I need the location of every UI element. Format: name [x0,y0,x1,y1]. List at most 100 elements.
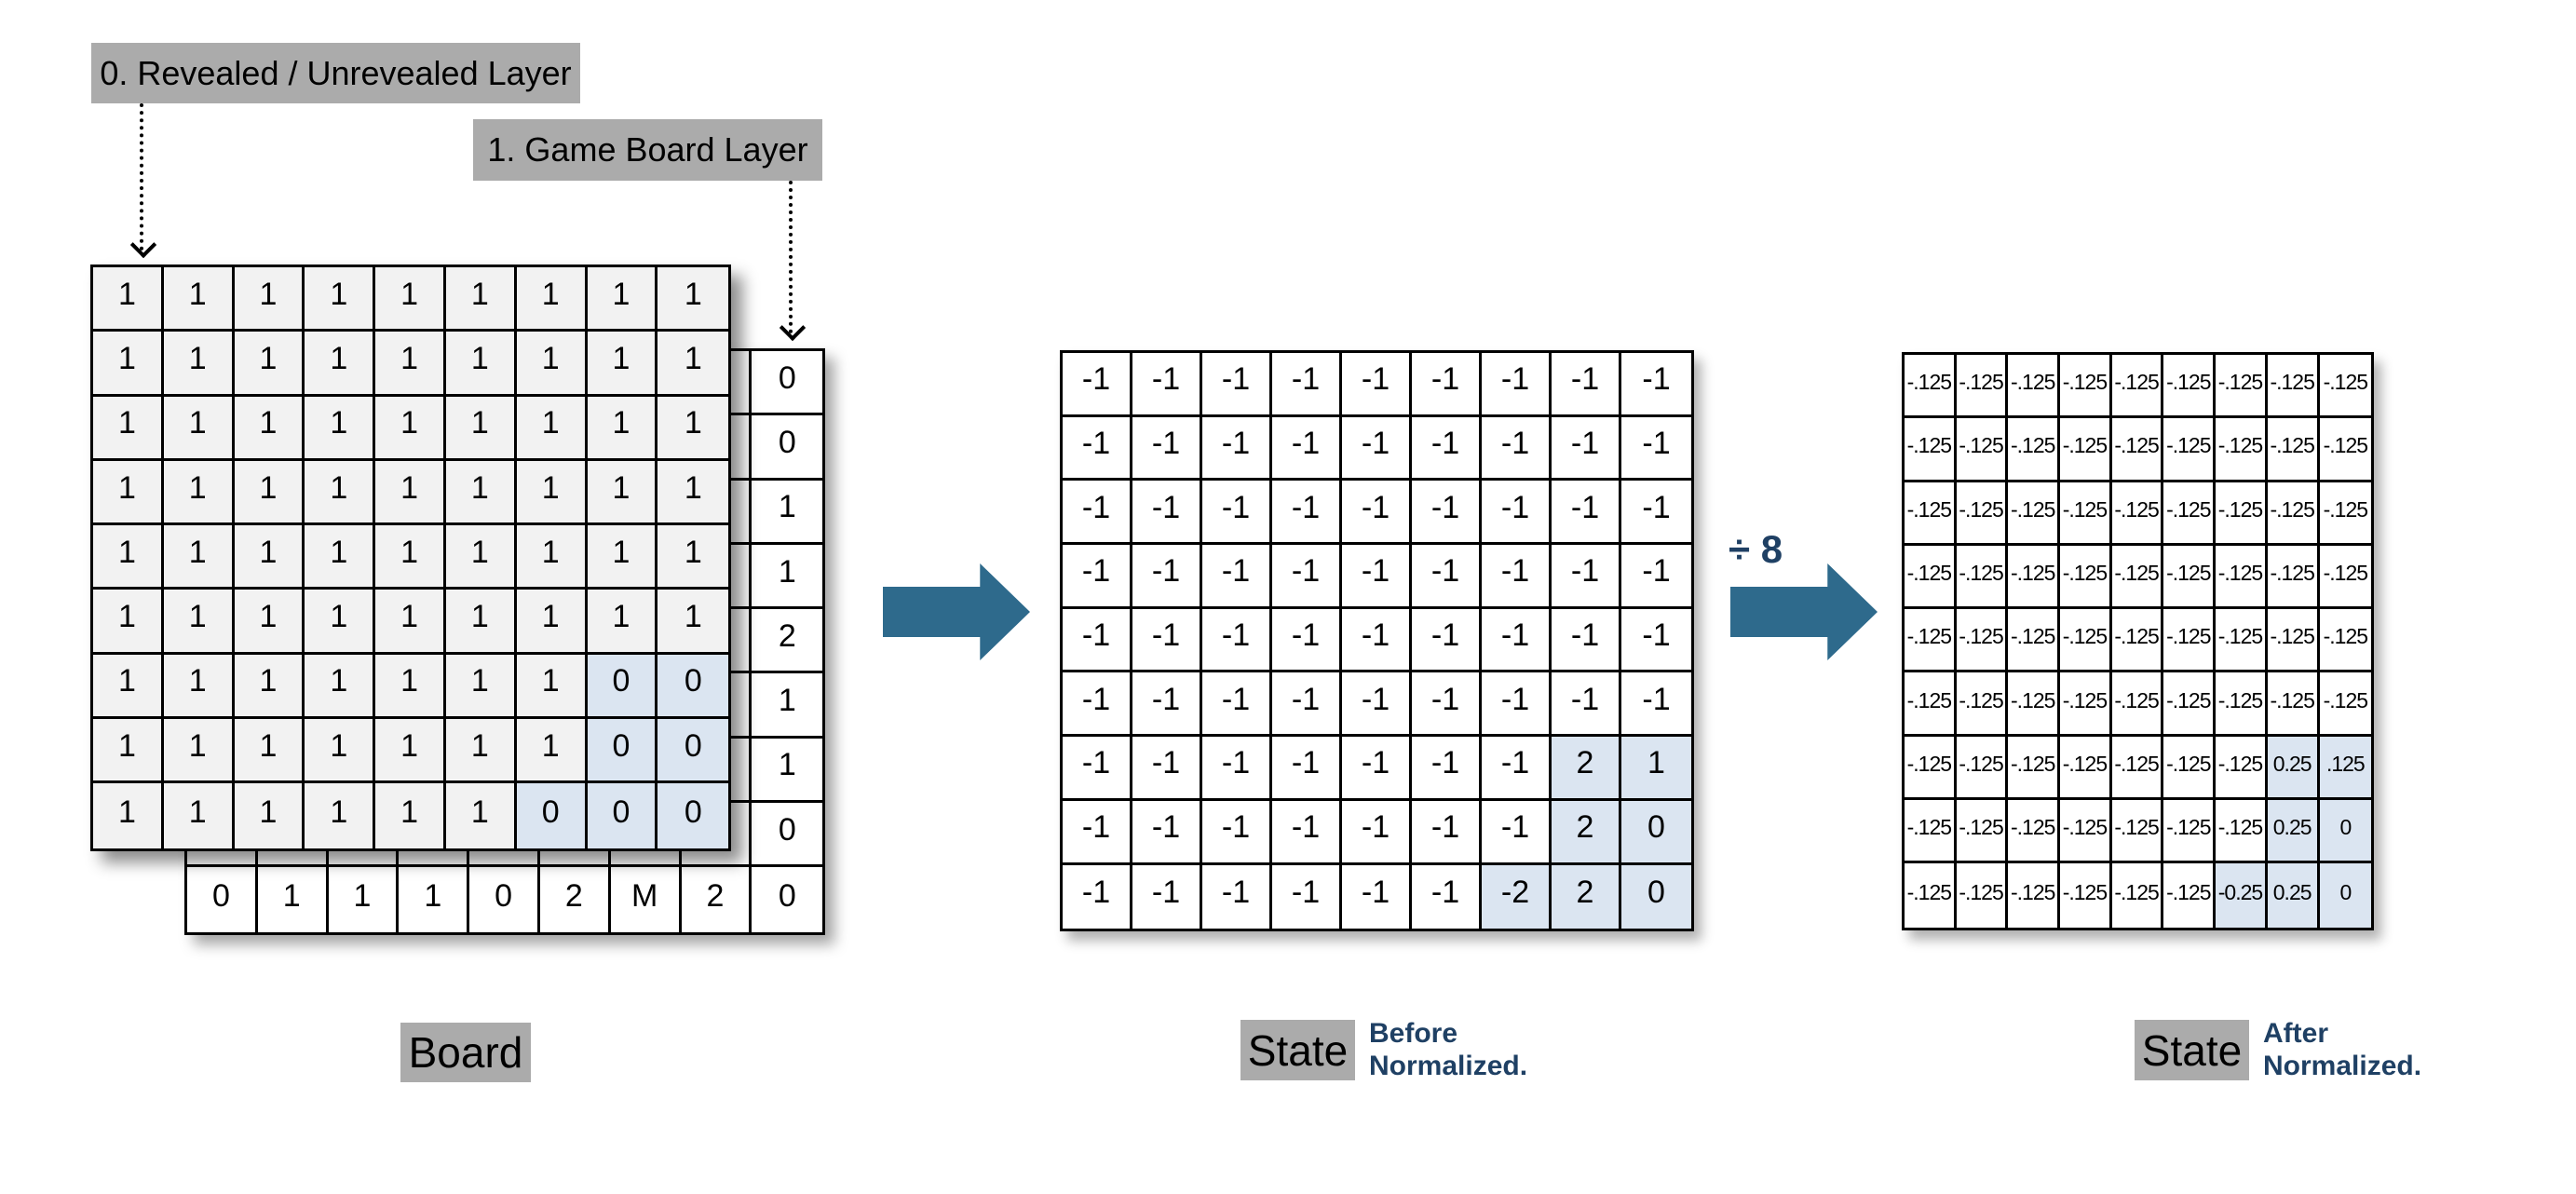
grid-cell: -.125 [2008,609,2061,673]
grid-cell: -1 [1132,672,1202,738]
grid-cell: -.125 [2008,418,2061,482]
board-caption: Board [400,1023,531,1082]
grid-cell: -.125 [2008,545,2061,610]
grid-cell: -.125 [2060,545,2112,610]
grid-cell: -1 [1552,481,1621,546]
grid-cell: 1 [445,525,517,590]
grid-cell: -.125 [2216,482,2268,546]
grid-cell: 1 [445,783,517,848]
grid-cell: 1 [445,332,517,397]
grid-cell: -.125 [2319,418,2372,482]
grid-cell: 1 [375,783,446,848]
grid-cell: -1 [1621,672,1691,738]
grid-cell: -.125 [1905,736,1957,801]
grid-cell: -1 [1621,608,1691,673]
layer1-label: 1. Game Board Layer [473,119,822,181]
grid-cell: -1 [1272,608,1342,673]
grid-cell: -1 [1063,545,1132,609]
grid-cell: -1 [1621,416,1691,482]
grid-cell: -1 [1132,545,1202,609]
grid-cell: 0 [587,654,658,720]
grid-cell: -1 [1621,353,1691,417]
grid-cell: 1 [587,590,658,655]
board-to-state-arrow [883,563,1030,660]
grid-cell: -1 [1412,672,1482,738]
grid-cell: -.125 [2111,672,2164,737]
grid-cell: 1 [93,396,164,461]
grid-cell: 1 [399,867,470,932]
grid-cell: 1 [752,480,823,545]
grid-cell: 1 [163,267,235,332]
grid-cell: 1 [163,525,235,590]
grid-cell: 1 [93,332,164,397]
grid-cell: -0.25 [2216,863,2268,928]
grid-cell: -1 [1272,864,1342,929]
grid-cell: 0 [752,803,823,868]
grid-cell: 0 [469,867,540,932]
grid-cell: -1 [1412,353,1482,417]
grid-cell: -.125 [2319,545,2372,610]
grid-cell: 1 [658,590,729,655]
grid-cell: 0 [752,351,823,416]
grid-cell: -1 [1132,416,1202,482]
grid-cell: 0 [752,867,823,932]
grid-cell: -.125 [2060,418,2112,482]
grid-cell: -1 [1482,545,1552,609]
grid-cell: -1 [1272,737,1342,801]
grid-cell: 1 [375,525,446,590]
grid-cell: 1 [163,719,235,784]
state-before-note-line2: Normalized. [1369,1051,1528,1081]
grid-cell: 0.25 [2267,736,2320,801]
grid-cell: -1 [1482,672,1552,738]
grid-cell: -1 [1202,545,1272,609]
grid-cell: 1 [658,525,729,590]
grid-cell: -.125 [2319,482,2372,546]
grid-cell: -1 [1482,608,1552,673]
grid-cell: 1 [234,267,305,332]
grid-cell: 1 [163,590,235,655]
grid-cell: -.125 [1905,672,1957,737]
grid-cell: -1 [1342,864,1412,929]
grid-cell: 1 [445,590,517,655]
grid-cell: -1 [1482,353,1552,417]
grid-cell: -.125 [2008,672,2061,737]
grid-cell: -1 [1412,737,1482,801]
state-after-note: After Normalized. [2263,1017,2421,1082]
grid-cell: 1 [516,460,588,526]
grid-cell: 0.25 [2267,863,2320,928]
grid-cell: 1 [445,719,517,784]
grid-cell: 0.25 [2267,800,2320,864]
grid-cell: -1 [1342,672,1412,738]
grid-cell: -1 [1412,481,1482,546]
grid-cell: -.125 [1956,355,2009,419]
grid-cell: -.125 [2163,545,2217,610]
grid-cell: -1 [1272,545,1342,609]
grid-cell: -.125 [2111,736,2164,801]
grid-cell: 1 [234,396,305,461]
grid-cell: -.125 [2060,609,2112,673]
grid-cell: -.125 [1905,609,1957,673]
state-after-caption: State [2135,1020,2249,1080]
grid-cell: -1 [1621,481,1691,546]
grid-cell: -1 [1202,672,1272,738]
grid-cell: -1 [1412,608,1482,673]
grid-cell: -.125 [2008,736,2061,801]
grid-cell: 1 [375,654,446,720]
grid-cell: -.125 [1956,482,2009,546]
grid-cell: -.125 [2060,482,2112,546]
grid-cell: -.125 [1956,545,2009,610]
grid-cell: 2 [681,867,752,932]
grid-cell: 1 [658,332,729,397]
grid-cell: 1 [375,460,446,526]
grid-cell: 0 [1621,800,1691,865]
grid-cell: 1 [234,332,305,397]
grid-cell: 1 [516,719,588,784]
grid-cell: -.125 [2111,545,2164,610]
layer1-pointer-arrow [789,181,793,333]
grid-cell: 1 [516,590,588,655]
grid-cell: 1 [375,396,446,461]
grid-cell: 1 [587,460,658,526]
grid-cell: -.125 [2216,609,2268,673]
grid-cell: -1 [1412,545,1482,609]
